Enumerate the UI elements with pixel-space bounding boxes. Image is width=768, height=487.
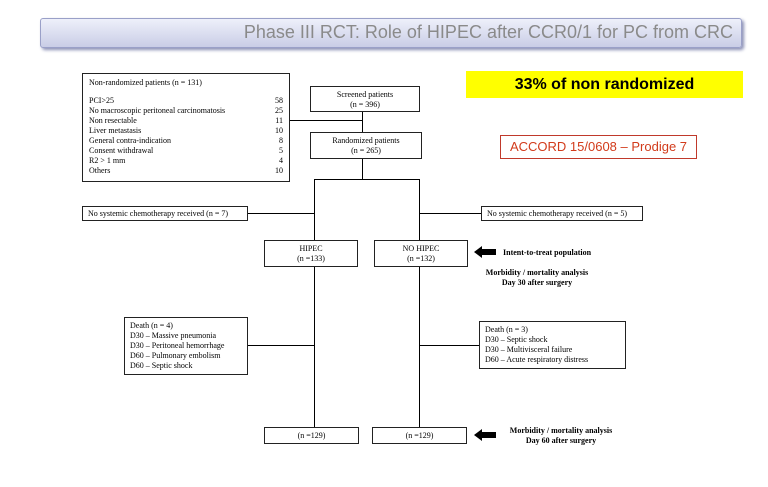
no-hipec-box: NO HIPEC (n =132) [374, 240, 468, 267]
connector-nonrand-to-trunk [290, 120, 362, 121]
arrow-left-icon [474, 429, 496, 441]
randomized-box: Randomized patients (n = 265) [310, 132, 422, 159]
itt-label: Intent-to-treat population [503, 248, 592, 257]
final-hipec-box: (n =129) [264, 427, 359, 444]
list-item: D30 – Peritoneal hemorrhage [130, 341, 225, 350]
list-item: D60 – Acute respiratory distress [485, 355, 589, 364]
final-no-hipec-box: (n =129) [372, 427, 467, 444]
connector-nohipec-upper [419, 179, 420, 240]
list-item: No macroscopic peritoneal carcinomatosis… [89, 106, 283, 115]
list-item: D30 – Massive pneumonia [130, 331, 216, 340]
death-right-box: Death (n = 3) D30 – Septic shock D30 – M… [479, 321, 626, 369]
non-randomized-box: Non-randomized patients (n = 131) PCI>25… [82, 73, 290, 182]
connector-death-left [248, 345, 314, 346]
connector-nohipec-lower [419, 267, 420, 427]
hipec-box: HIPEC (n =133) [264, 240, 358, 267]
connector-hipec-lower [314, 267, 315, 427]
connector-nochemo-right [419, 213, 481, 214]
death-left-box: Death (n = 4) D30 – Massive pneumonia D3… [124, 317, 248, 375]
no-chemo-left-box: No systemic chemotherapy received (n = 7… [82, 206, 248, 221]
no-chemo-right-box: No systemic chemotherapy received (n = 5… [481, 206, 643, 221]
list-item: D60 – Pulmonary embolism [130, 351, 221, 360]
connector-randomized-down [362, 159, 363, 179]
non-randomized-heading: Non-randomized patients (n = 131) [89, 78, 202, 87]
connector-hipec-upper [314, 179, 315, 240]
arrow-left-icon [474, 246, 496, 258]
connector-nochemo-left [248, 213, 314, 214]
list-item: D60 – Septic shock [130, 361, 193, 370]
connector-split [314, 179, 419, 180]
title-banner: Phase III RCT: Role of HIPEC after CCR0/… [40, 18, 742, 48]
morbidity-day30-note: Morbidity / mortality analysis Day 30 af… [485, 268, 589, 287]
non-randomized-highlight: 33% of non randomized [466, 71, 743, 98]
list-item: D30 – Multivisceral failure [485, 345, 573, 354]
connector-death-right [419, 345, 479, 346]
slide-title: Phase III RCT: Role of HIPEC after CCR0/… [243, 22, 733, 42]
list-item: D30 – Septic shock [485, 335, 548, 344]
trial-label: ACCORD 15/0608 – Prodige 7 [500, 135, 697, 159]
connector-screened-to-randomized [362, 112, 363, 132]
morbidity-day60-note: Morbidity / mortality analysis Day 60 af… [509, 426, 613, 445]
screened-box: Screened patients (n = 396) [310, 86, 420, 112]
